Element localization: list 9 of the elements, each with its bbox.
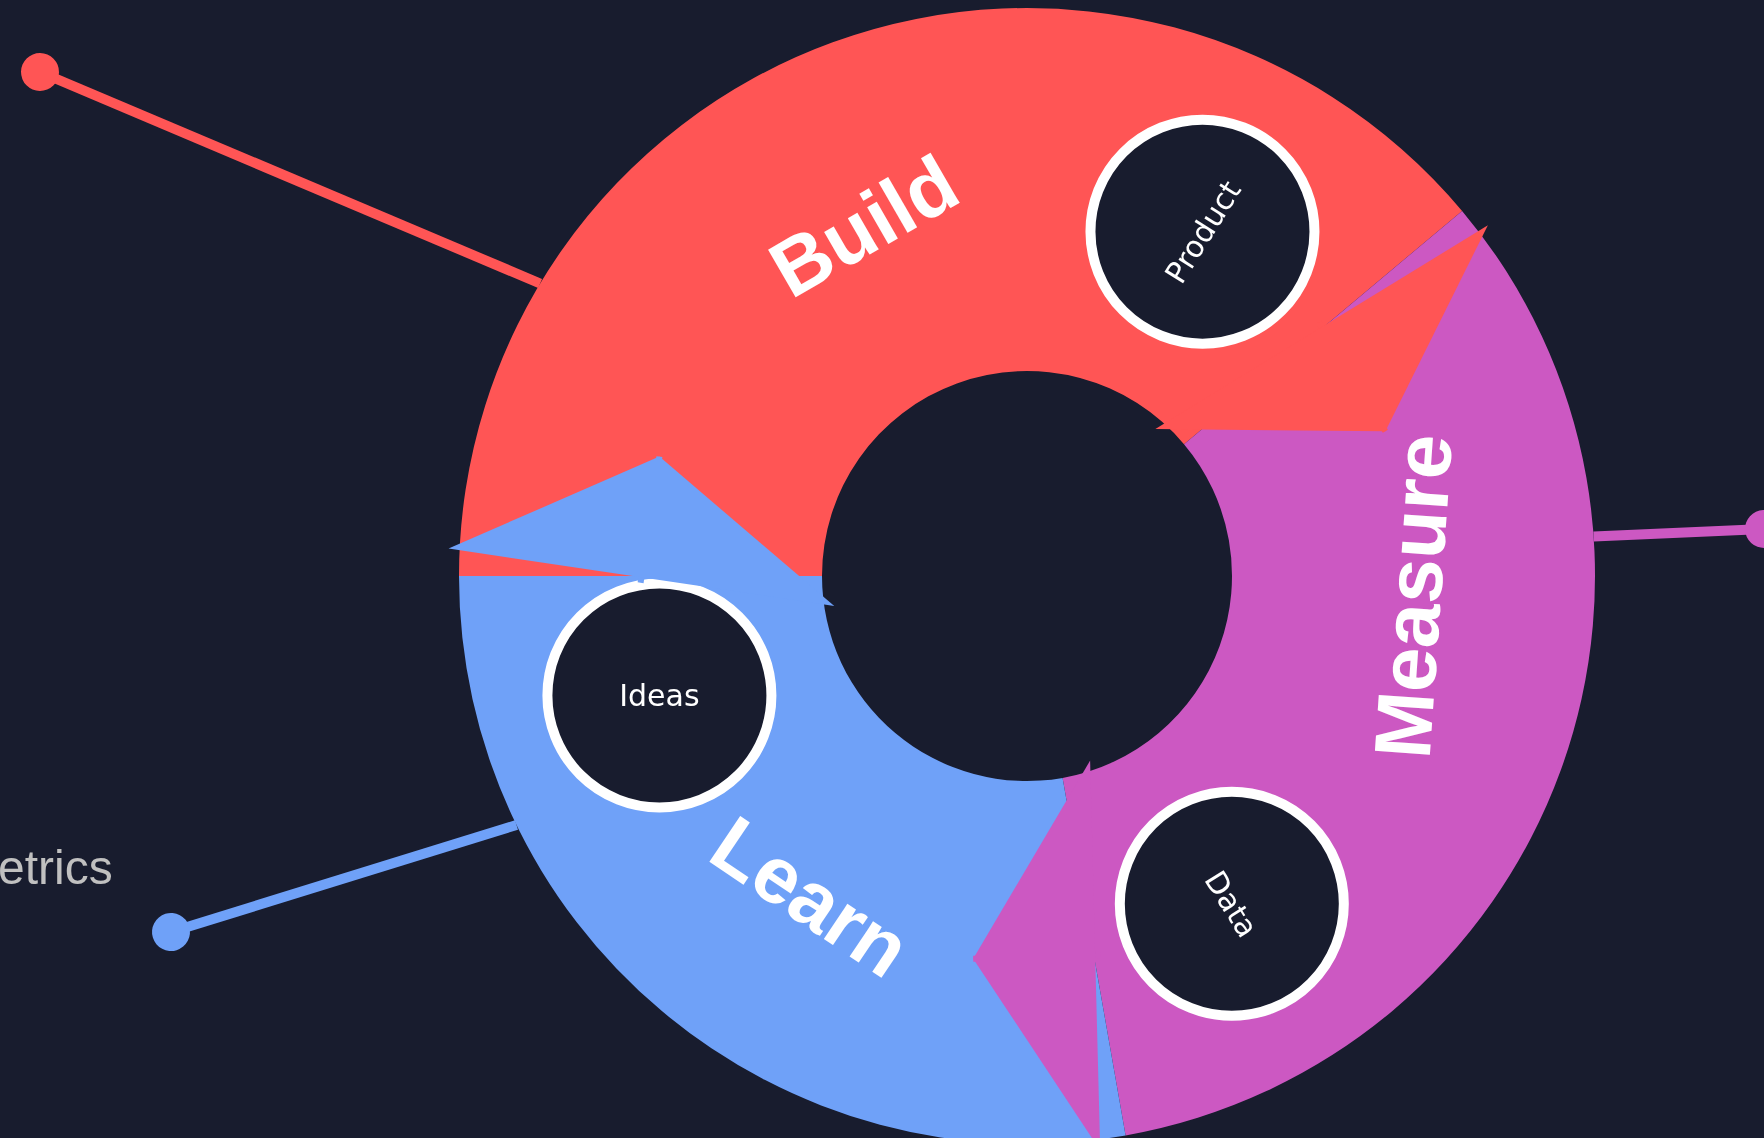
leader-line [1593, 510, 1764, 548]
leader-line [152, 820, 518, 951]
stage-label: Measure [1357, 431, 1470, 762]
leader-line [21, 53, 543, 289]
arrow [448, 456, 835, 606]
arrow [1155, 225, 1488, 433]
side-label: etrics [0, 840, 113, 895]
arrow [973, 760, 1101, 1138]
circle-label: Ideas [619, 678, 700, 714]
